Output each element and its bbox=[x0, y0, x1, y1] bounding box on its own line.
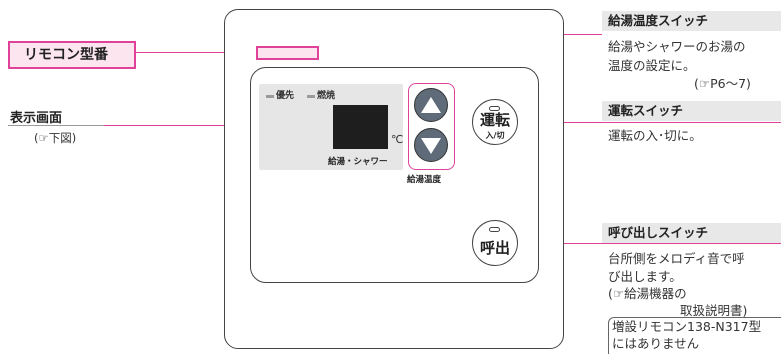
temperature-up-button[interactable] bbox=[414, 88, 448, 122]
priority-indicator-label: 優先 bbox=[276, 91, 295, 101]
temperature-switch-caption: 給湯温度 bbox=[407, 175, 442, 185]
temperature-switch-title: 給湯温度スイッチ bbox=[602, 11, 781, 31]
run-switch-desc: 運転の入･切に。 bbox=[608, 128, 702, 143]
call-switch-title: 呼び出しスイッチ bbox=[602, 223, 781, 243]
temperature-switch-reference: (☞P6〜7) bbox=[694, 76, 751, 91]
priority-indicator-led bbox=[266, 95, 274, 98]
call-switch-desc-1: 台所側をメロディ音で呼 bbox=[608, 251, 745, 266]
triangle-down-icon bbox=[421, 138, 441, 154]
triangle-up-icon bbox=[421, 97, 441, 113]
run-button[interactable]: 運転 入/切 bbox=[472, 99, 518, 145]
model-number-label: リモコン型番 bbox=[8, 41, 136, 69]
model-connector-line bbox=[136, 52, 257, 53]
run-button-sub-label: 入/切 bbox=[485, 131, 505, 140]
run-connector-line bbox=[518, 122, 781, 123]
display-title-underline bbox=[8, 125, 104, 126]
note-box bbox=[608, 317, 781, 354]
temperature-switch-desc-2: 温度の設定に。 bbox=[608, 58, 696, 73]
display-screen-title: 表示画面 bbox=[10, 111, 63, 126]
run-indicator-lamp bbox=[489, 106, 500, 111]
note-line-1: 増設リモコン138-N317型 bbox=[612, 319, 762, 334]
call-button-label: 呼出 bbox=[479, 239, 510, 257]
call-switch-reference-2: 取扱説明書) bbox=[680, 303, 748, 318]
note-line-2: にはありません bbox=[612, 336, 700, 351]
temperature-down-button[interactable] bbox=[414, 128, 448, 162]
call-indicator-lamp bbox=[489, 227, 500, 232]
call-switch-desc-2: び出します。 bbox=[608, 269, 682, 284]
burning-indicator-label: 燃焼 bbox=[317, 91, 336, 101]
run-switch-title: 運転スイッチ bbox=[602, 101, 781, 121]
note-text: 増設リモコン138-N317型 にはありません bbox=[612, 318, 761, 352]
temperature-switch-desc-1: 給湯やシャワーのお湯の bbox=[608, 39, 746, 54]
call-button[interactable]: 呼出 bbox=[472, 220, 518, 266]
celsius-unit: ℃ bbox=[391, 133, 404, 146]
run-button-label: 運転 bbox=[479, 111, 510, 129]
call-switch-reference-1: (☞給湯機器の bbox=[608, 286, 687, 301]
call-connector-line bbox=[518, 243, 781, 244]
display-caption: 給湯・シャワー bbox=[328, 157, 388, 167]
temperature-lcd bbox=[333, 105, 388, 149]
display-screen-reference: (☞下図) bbox=[34, 131, 77, 145]
burning-indicator-led bbox=[307, 95, 315, 98]
model-number-plate bbox=[256, 46, 319, 60]
